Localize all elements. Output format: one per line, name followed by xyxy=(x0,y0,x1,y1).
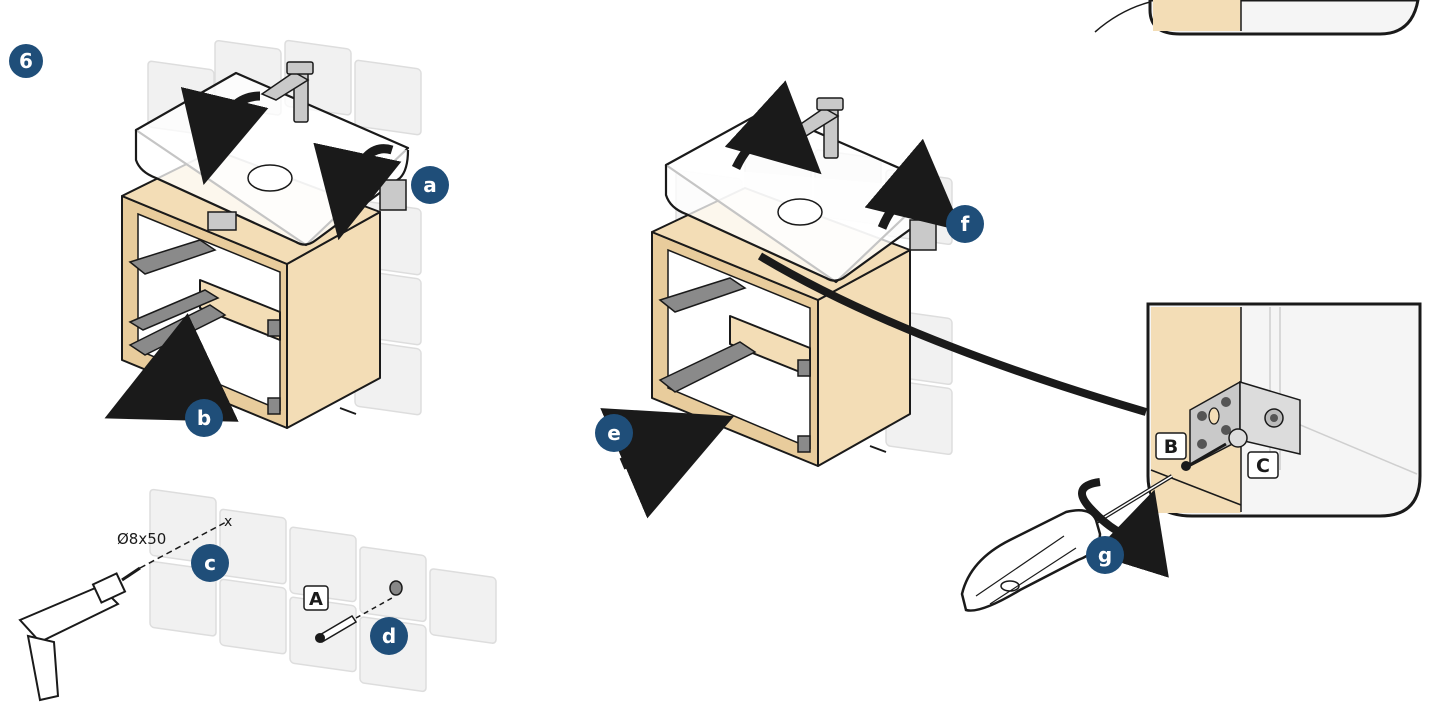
detail-callout-top xyxy=(1094,0,1420,36)
wall-plug-icon xyxy=(315,580,403,644)
screw-icon xyxy=(1181,428,1248,471)
step-number: 6 xyxy=(19,49,33,73)
cabinet-illustration-middle xyxy=(600,80,1148,519)
detail-callout-right xyxy=(1146,302,1422,518)
badge-g: g xyxy=(1086,536,1124,574)
detail-leader xyxy=(757,252,1148,416)
badge-b: b xyxy=(185,399,223,437)
drilling-illustration: x Ø8x50 xyxy=(18,488,497,702)
badge-g-label: g xyxy=(1098,543,1112,567)
push-arrow-e xyxy=(600,408,735,519)
part-label-C: C xyxy=(1247,451,1279,479)
badge-e-label: e xyxy=(607,421,621,445)
faucet-left xyxy=(260,61,314,123)
step-number-badge: 6 xyxy=(9,44,43,78)
part-B-text: B xyxy=(1164,436,1178,458)
angle-bracket-icon xyxy=(1189,380,1301,468)
rotate-arrow-g xyxy=(1078,478,1169,578)
cabinet-illustration-left xyxy=(104,39,422,429)
wall-bracket-middle xyxy=(909,219,937,251)
washer-icon xyxy=(1228,428,1248,448)
part-label-A: A xyxy=(303,585,329,611)
part-label-B: B xyxy=(1155,432,1187,460)
badge-d: d xyxy=(370,617,408,655)
badge-b-label: b xyxy=(197,406,211,430)
badge-e: e xyxy=(595,414,633,452)
svg-text:x: x xyxy=(224,514,232,530)
part-C-text: C xyxy=(1256,455,1270,477)
drill-icon xyxy=(18,566,141,702)
badge-f: f xyxy=(946,205,984,243)
screwdriver-illustration xyxy=(960,474,1174,612)
badge-a: a xyxy=(411,166,449,204)
wall-bracket-center xyxy=(207,211,237,231)
badge-c-label: c xyxy=(204,551,216,575)
drill-dimension: Ø8x50 xyxy=(117,530,166,548)
rotate-arrow-a1 xyxy=(180,86,269,185)
wall-bracket-right xyxy=(379,179,407,211)
rotate-arrow-f2 xyxy=(864,138,963,232)
rotate-arrow-f1 xyxy=(724,80,822,175)
badge-f-label: f xyxy=(961,212,970,236)
part-A-text: A xyxy=(309,589,323,610)
screwdriver-handle xyxy=(960,509,1102,612)
badge-a-label: a xyxy=(423,173,437,197)
rotate-arrow-a2 xyxy=(313,142,402,241)
badge-c: c xyxy=(191,544,229,582)
pull-arrow-b xyxy=(104,313,239,422)
badge-d-label: d xyxy=(382,624,396,648)
